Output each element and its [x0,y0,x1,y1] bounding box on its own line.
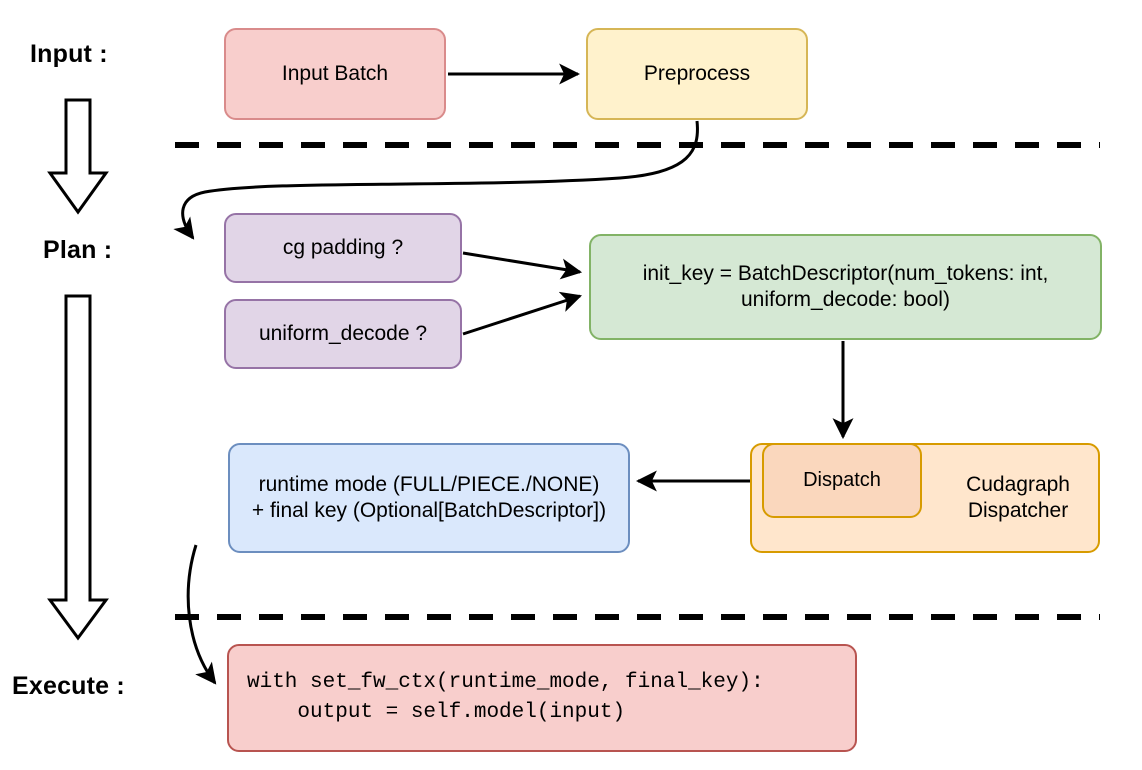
node-cg-padding-label: cg padding ? [282,236,404,260]
edge-cg-padding-to-init-key [462,251,583,280]
node-input-batch-label: Input Batch [281,62,389,86]
node-dispatch-label: Dispatch [803,469,881,492]
node-uniform-decode[interactable]: uniform_decode ? [224,299,462,369]
edge-uniform-decode-to-init-key [462,291,582,336]
stage-label-input: Input : [30,40,108,68]
node-runtime-mode-label: runtime mode (FULL/PIECE./NONE) + final … [251,473,607,522]
input-to-plan-arrow [47,98,109,215]
node-execute-code[interactable]: with set_fw_ctx(runtime_mode, final_key)… [227,644,857,752]
edge-runtime-mode-to-execute-code [186,544,217,685]
node-execute-code-label: with set_fw_ctx(runtime_mode, final_key)… [247,670,764,724]
node-cg-padding[interactable]: cg padding ? [224,213,462,283]
stage-label-execute: Execute : [12,672,125,700]
node-init-key[interactable]: init_key = BatchDescriptor(num_tokens: i… [589,234,1102,340]
node-cudagraph-dispatcher-label: Cudagraph Dispatcher [966,473,1070,522]
node-runtime-mode[interactable]: runtime mode (FULL/PIECE./NONE) + final … [228,443,630,553]
node-uniform-decode-label: uniform_decode ? [258,322,428,346]
stage-label-plan: Plan : [43,236,113,264]
node-init-key-label: init_key = BatchDescriptor(num_tokens: i… [642,262,1049,311]
node-preprocess-label: Preprocess [643,62,751,86]
plan-to-execute-arrow [47,294,109,641]
node-input-batch[interactable]: Input Batch [224,28,446,120]
node-dispatch[interactable]: Dispatch [762,443,922,518]
node-preprocess[interactable]: Preprocess [586,28,808,120]
